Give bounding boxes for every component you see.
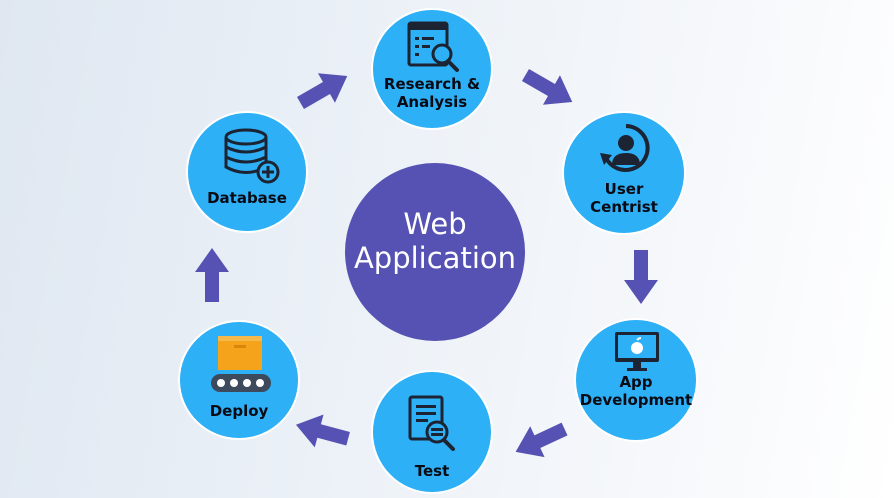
document-search-icon: [408, 395, 455, 451]
node-user-centrist: User Centrist: [562, 111, 686, 235]
center-circle: Web Application: [345, 163, 525, 341]
arrow-deploy-to-database: [195, 248, 229, 302]
arrow-research-to-user: [516, 60, 581, 117]
arrow-user-to-app: [624, 250, 658, 304]
node-label-user: User Centrist: [590, 180, 658, 216]
node-database: Database: [186, 111, 308, 233]
arrow-test-to-deploy: [291, 408, 353, 456]
monitor-apple-icon: [615, 332, 659, 371]
node-research-analysis: Research & Analysis: [371, 8, 493, 130]
box-conveyor-icon: [211, 336, 271, 392]
database-add-icon: [224, 128, 280, 184]
user-cycle-icon: [600, 124, 650, 172]
node-label-database: Database: [207, 189, 287, 207]
arrow-app-to-test: [508, 413, 572, 468]
node-label-app: App Development: [579, 373, 693, 409]
node-label-research: Research & Analysis: [383, 75, 481, 111]
search-list-icon: [407, 21, 459, 72]
center-title: Web Application: [353, 207, 517, 275]
node-label-deploy: Deploy: [209, 402, 269, 420]
node-deploy: Deploy: [178, 320, 300, 440]
node-label-test: Test: [414, 462, 450, 480]
arrow-database-to-research: [291, 61, 356, 118]
node-app-development: App Development: [574, 318, 698, 442]
node-test: Test: [371, 370, 493, 494]
